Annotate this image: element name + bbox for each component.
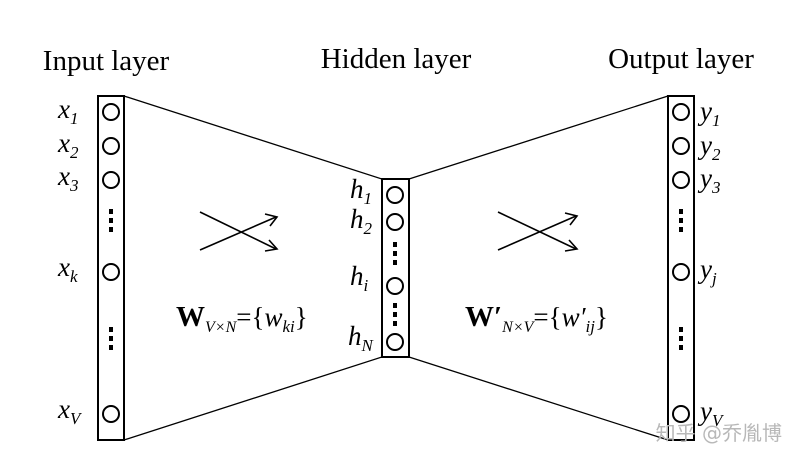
hidden-node-2	[386, 213, 404, 231]
output-node-2	[672, 137, 690, 155]
output-label-v: yV	[697, 396, 725, 430]
output-label-3: y3	[697, 163, 720, 197]
crossing-arrows-left-icon	[199, 211, 279, 252]
output-node-1	[672, 103, 690, 121]
edge-hidden-output-top	[408, 95, 669, 180]
watermark: 知乎 @乔胤博	[656, 421, 782, 445]
hidden-node-i	[386, 277, 404, 295]
edge-hidden-output-bottom	[408, 356, 669, 441]
input-node-1	[102, 103, 120, 121]
output-ellipsis-1	[679, 209, 683, 232]
hidden-label-n: hN	[348, 321, 375, 355]
hidden-label-i: hi	[350, 261, 369, 295]
output-label-2: y2	[697, 130, 721, 164]
output-label-1: y1	[697, 96, 720, 130]
input-label-3: x3	[57, 161, 78, 195]
weights-in-formula: WV×N={wki}	[176, 301, 308, 336]
input-label-k: xk	[57, 252, 78, 286]
hidden-ellipsis-2	[393, 303, 397, 326]
input-node-k	[102, 263, 120, 281]
hidden-layer-title: Hidden layer	[321, 43, 472, 75]
hidden-layer-box	[381, 178, 410, 358]
output-ellipsis-2	[679, 327, 683, 350]
output-node-v	[672, 405, 690, 423]
input-layer-title: Input layer	[43, 45, 170, 77]
input-label-v: xV	[57, 394, 83, 428]
weights-out-formula: W′N×V={w′ij}	[465, 301, 608, 336]
output-node-3	[672, 171, 690, 189]
hidden-ellipsis-1	[393, 242, 397, 265]
edge-input-hidden-bottom	[123, 356, 383, 441]
edge-input-hidden-top	[123, 95, 383, 180]
input-label-1: x1	[57, 94, 78, 128]
hidden-label-1: h1	[350, 174, 372, 208]
hidden-node-n	[386, 333, 404, 351]
hidden-node-1	[386, 186, 404, 204]
input-node-3	[102, 171, 120, 189]
output-layer-title: Output layer	[608, 43, 754, 75]
input-ellipsis-1	[109, 209, 113, 232]
output-node-j	[672, 263, 690, 281]
input-node-v	[102, 405, 120, 423]
crossing-arrows-right-icon	[497, 211, 579, 252]
input-label-2: x2	[57, 128, 79, 162]
input-ellipsis-2	[109, 327, 113, 350]
input-node-2	[102, 137, 120, 155]
hidden-label-2: h2	[350, 204, 373, 238]
output-label-j: yj	[697, 254, 717, 288]
